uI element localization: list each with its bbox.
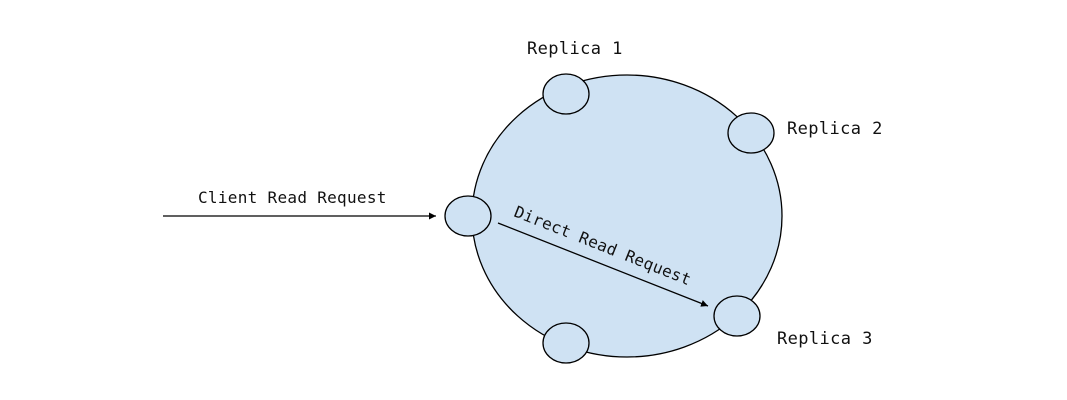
client-read-request-label: Client Read Request — [198, 188, 387, 207]
bottom-node[interactable] — [542, 322, 590, 364]
replica-1-node[interactable] — [542, 73, 590, 115]
replica-2-label: Replica 2 — [787, 119, 883, 139]
entry-node[interactable] — [444, 195, 492, 237]
replica-3-node[interactable] — [713, 295, 761, 337]
direct-read-request-arrow — [497, 222, 709, 307]
replica-2-node[interactable] — [727, 112, 775, 154]
replica-1-label: Replica 1 — [527, 39, 623, 59]
replica-3-label: Replica 3 — [777, 329, 873, 349]
